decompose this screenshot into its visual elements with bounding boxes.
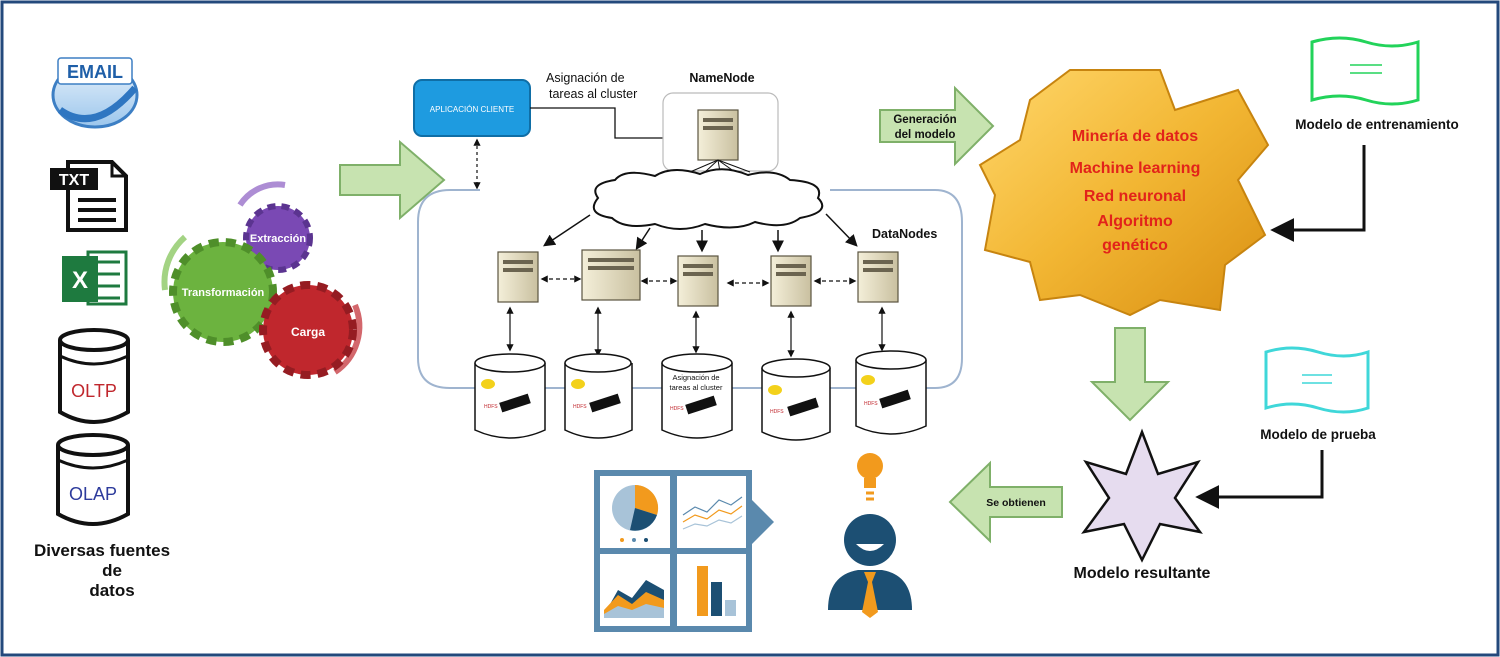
datanode-3-server-icon xyxy=(677,255,719,307)
gear-line5: genético xyxy=(1102,237,1168,254)
network-cloud-icon xyxy=(592,168,824,230)
datanode-5-server-icon xyxy=(857,251,899,303)
email-swoosh-icon xyxy=(57,85,138,123)
gear-line2: Machine learning xyxy=(1070,160,1201,177)
generacion-line1: Generación xyxy=(893,114,956,126)
disk-2-hdfs-text: HDFS xyxy=(573,404,587,410)
disk-1-hdfs-text: HDFS xyxy=(484,404,498,410)
assign-mid-line2: tareas al cluster xyxy=(670,383,723,392)
txt-file-icon: TXT xyxy=(50,160,128,232)
extraccion-label: Extracción xyxy=(250,233,307,245)
client-app-label: APLICACIÓN CLIENTE xyxy=(430,105,514,114)
assign-top-line1: Asignación de xyxy=(546,71,625,85)
test-model-document-icon xyxy=(1264,346,1370,414)
etl-gears: Extracción Transformación Carga xyxy=(161,181,363,379)
namenode-server-icon xyxy=(689,109,751,173)
se-obtienen-label: Se obtienen xyxy=(986,497,1046,509)
email-source: EMAIL xyxy=(51,57,139,129)
cloud-to-node1 xyxy=(543,214,591,247)
carga-gear-icon: Carga xyxy=(259,281,357,379)
assign-top-line2: tareas al cluster xyxy=(549,87,637,101)
se-obtienen-arrow-icon xyxy=(948,460,1063,544)
carga-label: Carga xyxy=(291,325,325,339)
sources-title: Diversas fuentes de datos xyxy=(34,541,170,600)
transformacion-gear-icon: Transformación xyxy=(169,238,277,346)
hdfs-disk-5-icon: HDFS xyxy=(855,350,927,435)
extraccion-gear-icon: Extracción xyxy=(243,203,313,273)
gear-line4: Algoritmo xyxy=(1097,213,1173,230)
namenode-label: NameNode xyxy=(689,71,754,85)
gear-line1: Minería de datos xyxy=(1072,128,1198,145)
training-model-label: Modelo de entrenamiento xyxy=(1295,117,1459,132)
hdfs-disk-2-icon: HDFS xyxy=(564,353,633,439)
generacion-line2: del modelo xyxy=(895,129,956,141)
down-arrow-icon xyxy=(1089,327,1171,422)
olap-database-icon: OLAP xyxy=(56,433,130,526)
data-mining-gear-icon: Minería de datos Machine learning Red ne… xyxy=(978,69,1270,317)
datanode-4-server-icon xyxy=(770,255,812,307)
client-application: APLICACIÓN CLIENTE xyxy=(413,79,531,137)
training-model-document-icon xyxy=(1310,36,1420,106)
email-label: EMAIL xyxy=(67,62,123,82)
olap-label: OLAP xyxy=(69,484,117,504)
result-star-icon xyxy=(1081,428,1203,563)
excel-label: X xyxy=(72,267,88,294)
hdfs-disk-3-icon: Asignación de tareas al cluster HDFS xyxy=(661,353,733,439)
excel-icon: X xyxy=(62,250,128,306)
datanode-1-server-icon xyxy=(497,251,539,303)
assign-mid-line1: Asignación de xyxy=(672,373,719,382)
disk-5-hdfs-text: HDFS xyxy=(864,401,878,407)
generacion-arrow-icon xyxy=(879,85,995,167)
transformacion-label: Transformación xyxy=(182,287,265,299)
oltp-database-icon: OLTP xyxy=(58,328,130,424)
arrow-to-cluster-icon xyxy=(339,139,446,221)
disk-4-hdfs-text: HDFS xyxy=(770,409,784,415)
lightbulb-icon xyxy=(857,453,883,501)
analyst-person-icon xyxy=(828,514,912,618)
gear-line3: Red neuronal xyxy=(1084,188,1186,205)
sources-title-line3: datos xyxy=(89,581,134,600)
test-model-label: Modelo de prueba xyxy=(1260,427,1376,442)
txt-label: TXT xyxy=(59,172,89,189)
analytics-dashboard-icon xyxy=(594,470,774,632)
client-to-namenode-link xyxy=(530,107,697,139)
training-to-gear-arrow xyxy=(1270,145,1366,242)
sources-title-line2: de xyxy=(102,561,122,580)
disk-3-hdfs-text: HDFS xyxy=(670,406,684,412)
result-model-label: Modelo resultante xyxy=(1074,565,1211,582)
datanode-2-server-icon xyxy=(581,249,641,301)
cloud-to-node2 xyxy=(635,227,651,251)
test-to-result-arrow xyxy=(1195,450,1324,509)
hdfs-disk-1-icon: HDFS xyxy=(474,353,546,439)
datanodes-label: DataNodes xyxy=(872,227,937,241)
sources-title-line1: Diversas fuentes xyxy=(34,541,170,560)
hdfs-disk-4-icon: HDFS xyxy=(761,358,831,441)
oltp-label: OLTP xyxy=(71,381,117,401)
cloud-to-node5 xyxy=(825,213,858,247)
